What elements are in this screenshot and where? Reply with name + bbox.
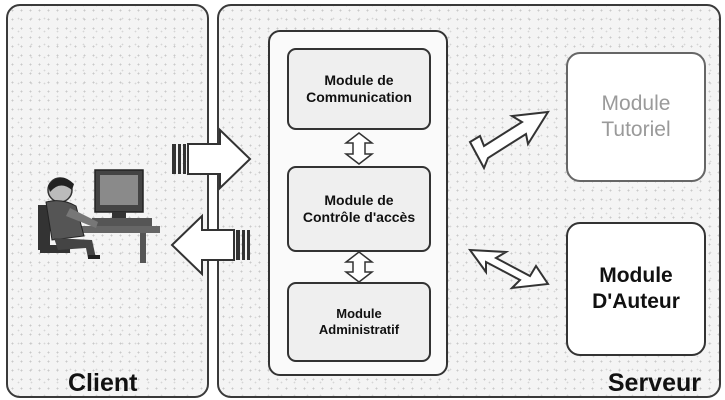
double-arrow-auteur (467, 248, 550, 290)
module-auteur-label: Module D'Auteur (592, 263, 680, 313)
server-to-client-arrow (170, 213, 250, 277)
module-controle-acces-label: Module de Contrôle d'accès (302, 191, 416, 226)
vertical-double-arrow-bottom (343, 251, 375, 283)
server-label: Serveur (607, 369, 701, 397)
double-arrow-tutoriel (468, 110, 550, 171)
module-controle-acces: Module de Contrôle d'accès (287, 166, 431, 252)
vertical-double-arrow-top (343, 132, 375, 165)
module-administratif: Module Administratif (287, 282, 431, 362)
client-label: Client (68, 369, 138, 397)
module-tutoriel: Module Tutoriel (566, 52, 706, 182)
module-communication: Module de Communication (287, 48, 431, 130)
person-at-computer-icon (38, 169, 160, 263)
module-communication-label: Module de Communication (306, 71, 412, 106)
module-administratif-label: Module Administratif (318, 305, 400, 337)
client-to-server-arrow (172, 127, 252, 191)
module-auteur: Module D'Auteur (566, 222, 706, 356)
module-tutoriel-label: Module Tutoriel (601, 91, 671, 141)
